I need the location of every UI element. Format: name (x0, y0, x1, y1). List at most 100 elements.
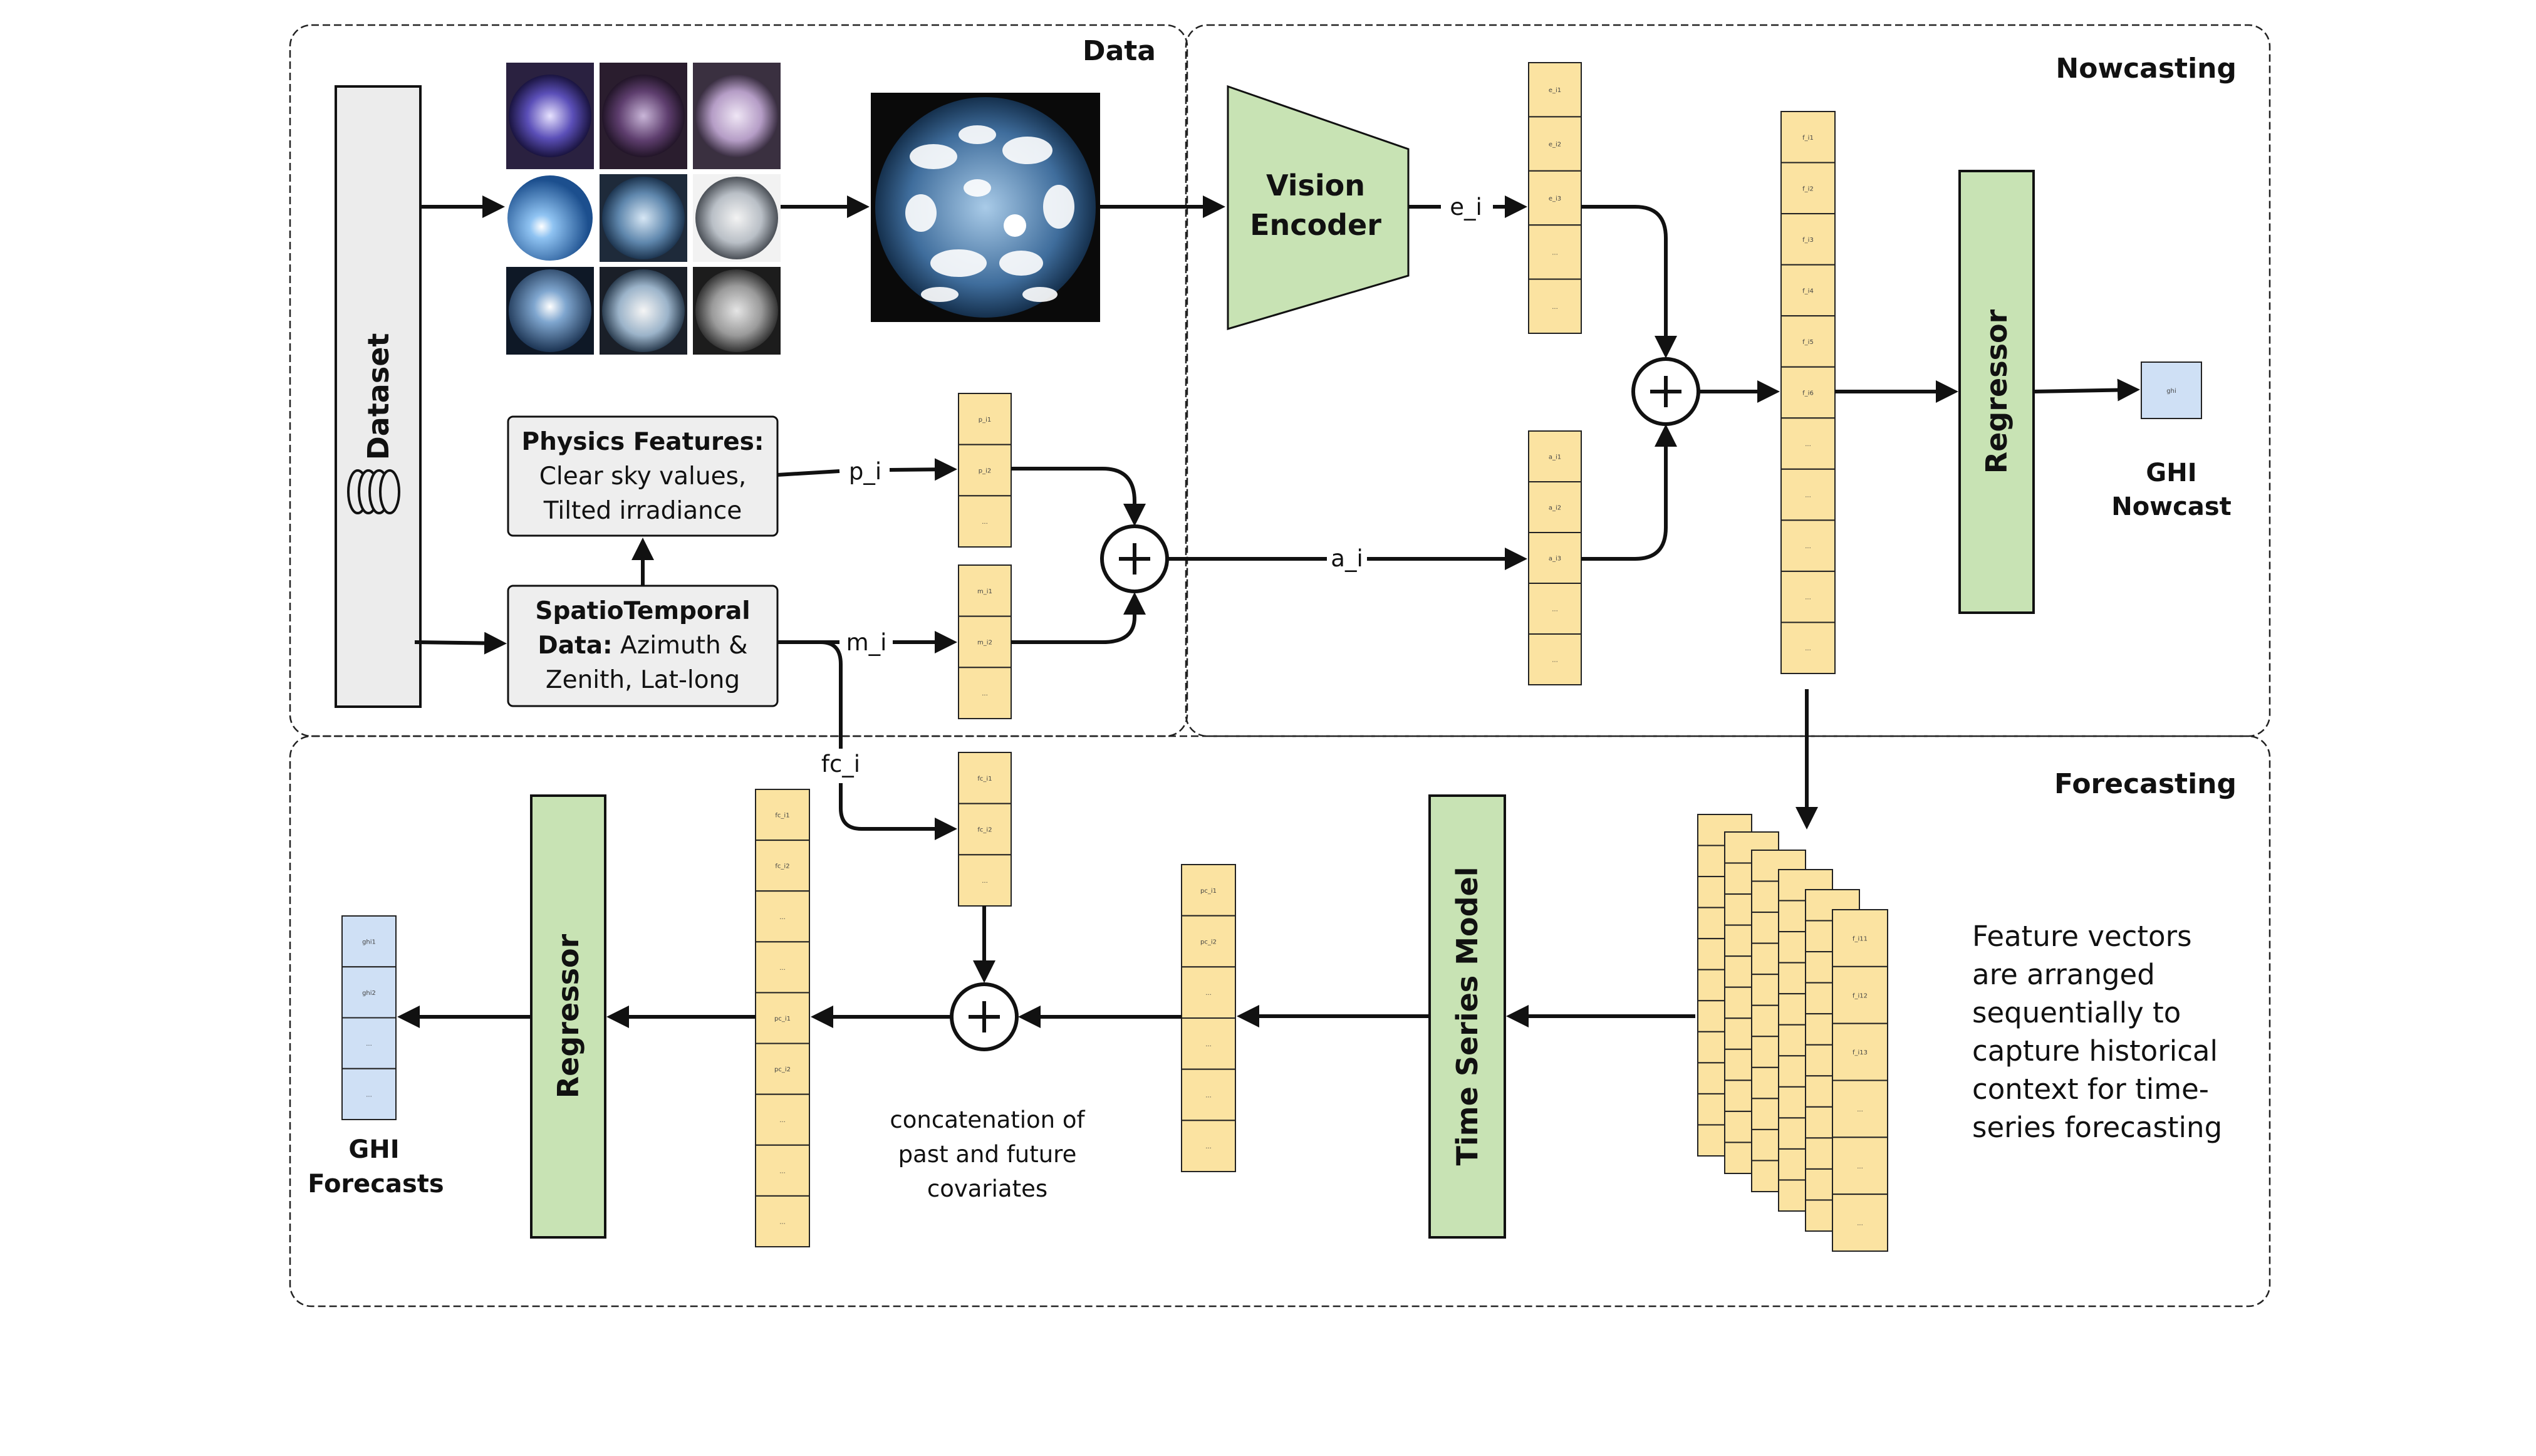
vector-cell-label: ... (1857, 1163, 1863, 1170)
vector-cell-label: ... (1552, 249, 1558, 256)
vector-cell (1528, 62, 1582, 118)
vector-cell-label: ... (982, 878, 988, 885)
vector-cell (1528, 430, 1582, 482)
feature-note-line: are arranged (1972, 958, 2155, 991)
vector-cell-label: a_i1 (1549, 454, 1561, 461)
vector-cell (958, 667, 1012, 720)
vector-cell-label: ghi2 (362, 990, 376, 997)
spatiotemporal-line2: Data: Azimuth & (538, 632, 747, 660)
vector-cell-label: pc_i1 (774, 1016, 791, 1022)
regressor-nowcast-block: Regressor (1958, 170, 2035, 614)
concat-vector: fc_i1fc_i2......pc_i1pc_i2......... (755, 789, 810, 1248)
vector-cell (958, 752, 1012, 804)
data-section: Data (289, 24, 1188, 737)
database-icon (347, 469, 400, 514)
vector-cell (2141, 361, 2202, 419)
vector-cell-label: e_i1 (1549, 87, 1561, 94)
vector-cell-label: ... (1857, 1106, 1863, 1113)
vector-cell (1181, 1017, 1236, 1070)
time-series-model-block: Time Series Model (1428, 794, 1506, 1239)
vector-cell-label: fc_i1 (977, 776, 992, 783)
physics-features-line2: Clear sky values, (539, 462, 747, 491)
vector-cell (341, 1017, 397, 1069)
vector-cell-label: ... (1805, 441, 1811, 448)
vector-cell (1832, 1022, 1888, 1081)
vector-cell-label: f_i13 (1853, 1049, 1868, 1056)
dataset-label: Dataset (361, 333, 395, 460)
label-a-i: a_i (1331, 545, 1363, 572)
vector-cell-label: f_i3 (1802, 237, 1814, 244)
vector-cell (755, 1043, 810, 1095)
label-e-i: e_i (1450, 194, 1482, 221)
vector-cell-label: ... (779, 965, 786, 972)
vector-cell-label: ghi (2166, 388, 2176, 395)
ghi-nowcast-label-1: GHI (2146, 459, 2196, 487)
concat-note-line: past and future (898, 1141, 1077, 1168)
vector-cell-label: ... (779, 1168, 786, 1175)
vector-cell-label: f_i1 (1802, 135, 1814, 142)
vector-cell (1181, 1068, 1236, 1121)
vector-cell (958, 495, 1012, 548)
vector-cell (755, 789, 810, 841)
vector-cell (755, 1195, 810, 1248)
feature-note-line: capture historical (1972, 1034, 2218, 1068)
forecasting-section-title: Forecasting (2054, 768, 2237, 800)
nowcasting-section-title: Nowcasting (2055, 53, 2237, 85)
vector-cell-label: p_i2 (979, 468, 992, 475)
e-vector: e_i1e_i2e_i3...... (1528, 62, 1582, 335)
vector-cell-label: f_i5 (1802, 339, 1814, 346)
m-vector: m_i1m_i2... (958, 564, 1012, 720)
ghi-nowcast-vector: ghi (2141, 361, 2202, 419)
vector-cell-label: pc_i2 (774, 1066, 791, 1073)
regressor-forecast-label: Regressor (551, 933, 585, 1098)
vector-cell-label: ... (982, 519, 988, 526)
stack-layer-front: f_i11f_i12f_i13......... (1832, 909, 1888, 1252)
spatiotemporal-line2-rest: Azimuth & (613, 632, 748, 660)
sky-image-grid (506, 63, 781, 355)
vector-cell-label: ... (1552, 657, 1558, 664)
vector-cell (755, 890, 810, 943)
vector-cell-label: a_i2 (1549, 505, 1561, 512)
vector-cell (1780, 111, 1836, 164)
regressor-forecast-block: Regressor (530, 794, 606, 1239)
vector-cell-label: ... (1205, 990, 1212, 997)
feature-note-line: series forecasting (1972, 1111, 2222, 1144)
vector-cell (958, 615, 1012, 668)
vector-cell (1780, 621, 1836, 674)
vector-cell-label: ... (1552, 304, 1558, 311)
vector-cell (1780, 264, 1836, 317)
vector-cell (1832, 1136, 1888, 1195)
vector-cell (958, 564, 1012, 617)
vector-cell-label: ... (366, 1041, 372, 1048)
ghi-nowcast-label-2: Nowcast (2111, 492, 2232, 521)
vector-cell (1528, 583, 1582, 635)
a-vector: a_i1a_i2a_i3...... (1528, 430, 1582, 685)
time-series-model-label: Time Series Model (1450, 867, 1484, 1166)
vector-cell (1181, 915, 1236, 968)
sum-node-nowcast (1631, 357, 1700, 426)
label-p-i: p_i (849, 458, 881, 485)
vector-cell-label: fc_i2 (977, 827, 992, 834)
vector-cell-label: f_i2 (1802, 185, 1814, 192)
data-section-title: Data (1083, 35, 1156, 67)
vector-cell (1181, 864, 1236, 917)
vector-cell (755, 1144, 810, 1197)
vector-cell-label: ... (1205, 1041, 1212, 1048)
p-vector: p_i1p_i2... (958, 393, 1012, 548)
spatiotemporal-box: SpatioTemporal Data: Azimuth & Zenith, L… (507, 585, 779, 707)
vector-cell-label: a_i3 (1549, 556, 1561, 563)
vector-cell (1832, 965, 1888, 1024)
vision-encoder-block: Vision Encoder (1227, 85, 1410, 331)
vector-cell (1528, 481, 1582, 533)
label-m-i: m_i (846, 629, 887, 656)
vector-cell-label: pc_i2 (1200, 939, 1217, 946)
vector-cell (1832, 1193, 1888, 1252)
spatiotemporal-line1: SpatioTemporal (535, 597, 750, 625)
vector-cell-label: ... (366, 1091, 372, 1098)
vector-cell-label: ... (982, 690, 988, 697)
vector-cell-label: f_i6 (1802, 390, 1814, 397)
feature-note-line: Feature vectors (1972, 920, 2192, 953)
vector-cell-label: ghi1 (362, 939, 376, 946)
vector-cell-label: f_i12 (1853, 992, 1868, 999)
